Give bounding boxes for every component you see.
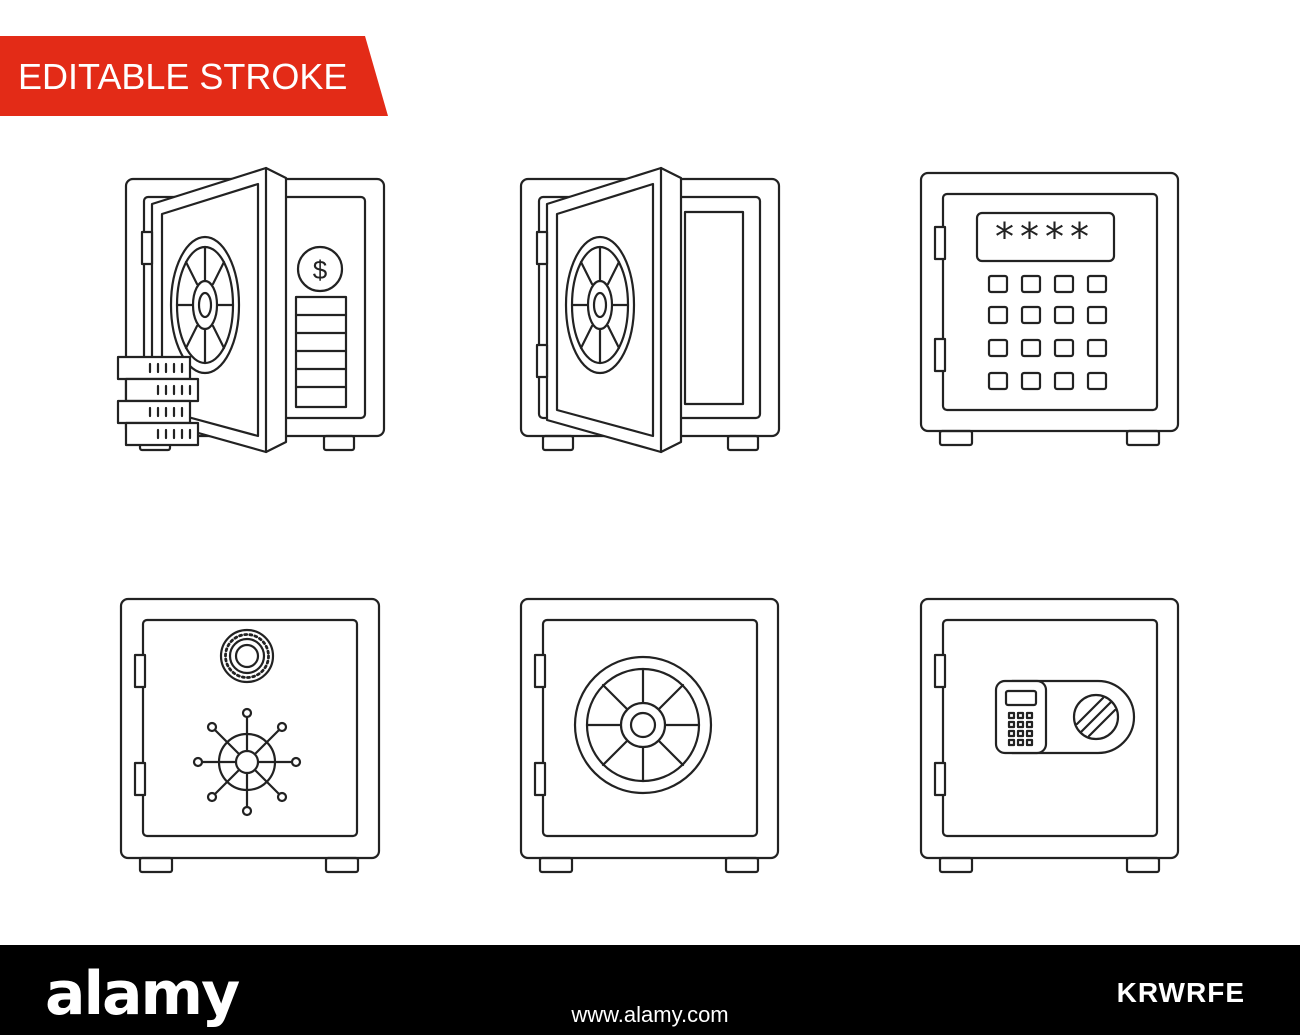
keypad-safe-icon: **** xyxy=(919,171,1180,447)
badge-label: EDITABLE STROKE xyxy=(18,56,348,97)
electronic-lock-safe-icon xyxy=(919,597,1180,874)
footer-url: www.alamy.com xyxy=(571,1002,729,1027)
open-safe-with-coins-icon: $ xyxy=(116,166,386,454)
badge-ribbon-shape xyxy=(0,36,388,116)
svg-text:****: **** xyxy=(995,215,1095,259)
footer-image-id: KRWRFE xyxy=(1116,977,1245,1008)
open-safe-icon xyxy=(519,166,781,454)
footer-logo: alamy xyxy=(45,959,240,1029)
combination-handle-safe-icon xyxy=(119,597,381,874)
svg-text:$: $ xyxy=(313,255,328,285)
safe-icons-grid: $ xyxy=(116,166,1180,874)
editable-stroke-badge: EDITABLE STROKE xyxy=(0,36,388,116)
footer-bar: alamy www.alamy.com KRWRFE xyxy=(0,945,1300,1035)
dial-safe-icon xyxy=(519,597,780,874)
